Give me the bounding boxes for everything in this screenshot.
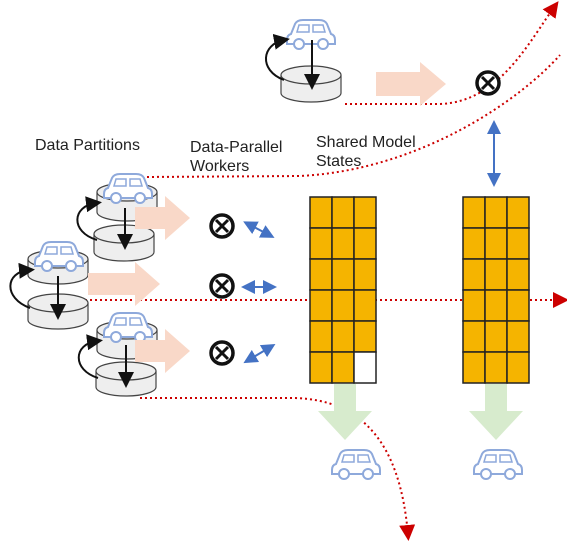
car-icon	[473, 449, 523, 480]
grid-cell	[506, 351, 530, 384]
grid-cell	[331, 351, 355, 384]
flow-line-top-upper	[345, 1, 559, 105]
grid-cell	[484, 351, 508, 384]
model-state-grid-left	[309, 196, 377, 384]
output-arrow-left	[318, 384, 372, 440]
grid-cell	[484, 227, 508, 260]
grid-cell	[331, 196, 355, 229]
worker-2	[209, 273, 235, 299]
grid-cell	[353, 196, 377, 229]
grid-cell	[484, 320, 508, 353]
grid-cell	[506, 196, 530, 229]
grid-cell	[506, 289, 530, 322]
grid-cell	[353, 289, 377, 322]
loop-arrow-icon	[77, 334, 103, 379]
partition-2	[9, 241, 89, 330]
grid-cell	[309, 320, 333, 353]
grid-cell	[462, 258, 486, 291]
grid-cell	[309, 351, 333, 384]
car-icon	[103, 312, 153, 343]
disk-icon	[27, 293, 89, 330]
input-arrow-top	[376, 62, 446, 106]
grid-cell	[331, 320, 355, 353]
car-icon	[103, 173, 153, 204]
grid-cell	[353, 258, 377, 291]
worker-1	[209, 213, 235, 239]
grid-cell	[484, 289, 508, 322]
loop-arrow-icon	[76, 196, 102, 241]
sync-arrow-3	[243, 343, 276, 364]
sync-arrow-1	[243, 221, 275, 238]
grid-cell	[309, 289, 333, 322]
flow-lines	[85, 1, 567, 541]
input-arrow-1	[135, 196, 190, 240]
grid-cell	[484, 258, 508, 291]
input-arrow-3	[135, 329, 190, 373]
partition-top	[265, 19, 342, 103]
grid-cell	[484, 196, 508, 229]
grid-cell	[309, 196, 333, 229]
worker-top	[475, 70, 501, 96]
model-state-grid-right	[462, 196, 530, 384]
grid-cell	[353, 320, 377, 353]
loop-arrow-icon	[9, 262, 35, 309]
car-icon	[331, 449, 381, 480]
worker-3	[209, 340, 235, 366]
grid-cell	[331, 258, 355, 291]
grid-cell	[462, 227, 486, 260]
grid-cell	[331, 289, 355, 322]
grid-cell	[309, 258, 333, 291]
grid-cell	[309, 227, 333, 260]
loop-arrow-icon	[265, 33, 290, 81]
grid-cell	[462, 196, 486, 229]
flow-line-bottom	[140, 397, 416, 541]
label-data-partitions: Data Partitions	[35, 137, 140, 154]
label-data-parallel-workers: Data-Parallel Workers	[190, 139, 283, 175]
grid-cell	[506, 258, 530, 291]
grid-cell-empty	[353, 351, 377, 384]
grid-cell	[462, 289, 486, 322]
car-icon	[34, 241, 84, 272]
grid-cell	[506, 320, 530, 353]
label-shared-model-states: Shared Model States	[316, 134, 416, 170]
grid-cell	[353, 227, 377, 260]
grid-cell	[462, 351, 486, 384]
input-arrow-2	[88, 262, 160, 306]
car-icon	[286, 19, 336, 50]
output-arrow-right	[469, 384, 523, 440]
grid-cell	[331, 227, 355, 260]
grid-cell	[462, 320, 486, 353]
grid-cell	[506, 227, 530, 260]
